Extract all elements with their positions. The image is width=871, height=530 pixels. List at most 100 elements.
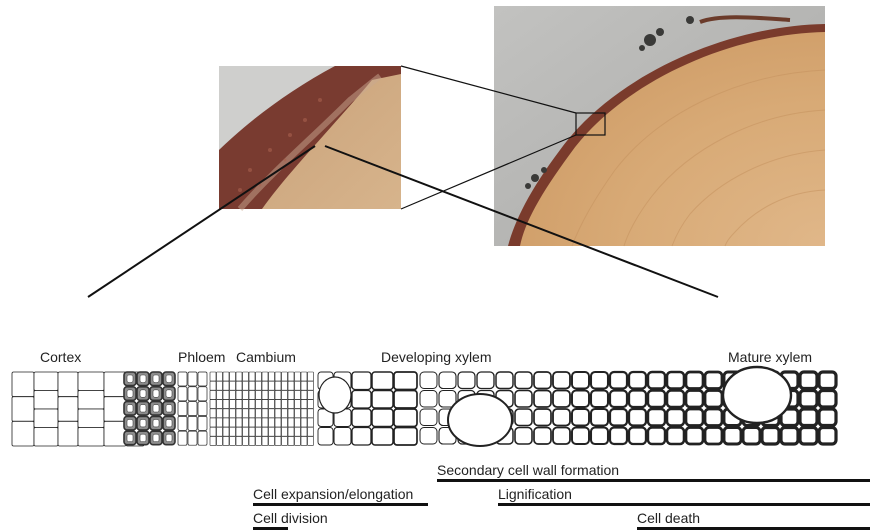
xylem-cell [705,372,722,389]
phase-expansion-label: Cell expansion/elongation [253,486,413,502]
cambium-cell [301,390,307,399]
cambium-cell [295,436,301,445]
xylem-cell [553,409,570,426]
xylem-cell [648,409,665,426]
cambium-cell [249,372,255,381]
phase-secondary-wall-bar [437,479,870,482]
cortex-cell [104,421,126,446]
xylem-cell [372,372,393,390]
xylem-cell [667,409,684,426]
phloem-cell [178,402,187,416]
cambium-cell [236,436,242,445]
xylem-cell [705,428,722,445]
cambium-cell [236,427,242,436]
cambium-cell [275,427,281,436]
cambium-cell [230,436,236,445]
cambium-cell [236,400,242,409]
cambium-cell [243,372,249,381]
label-phloem: Phloem [178,349,225,365]
cambium-cell [288,390,294,399]
phase-secondary-wall-label: Secondary cell wall formation [437,462,619,478]
phloem-cell [178,416,187,430]
developing-vessel [319,377,351,413]
cambium-cell [256,436,262,445]
cambium-cell [288,436,294,445]
cambium-cell [262,418,268,427]
phloem-lumen [166,434,172,442]
cambium-cell [249,409,255,418]
cambium-cell [256,372,262,381]
phloem-lumen [153,434,159,442]
cambium-cell [269,436,275,445]
xylem-cell [648,391,665,408]
xylem-cell [610,428,627,445]
cambium-cell [223,436,229,445]
xylem-cell [629,409,646,426]
xylem-cell [819,409,836,426]
cambium-cell [210,381,216,390]
xylem-cell [591,428,608,445]
cambium-cell [223,427,229,436]
xylem-cell [515,409,532,426]
cortex-cell [58,397,78,422]
xylem-cell [352,372,371,390]
xylem-cell [372,428,393,446]
cambium-cell [243,400,249,409]
xylem-cell [534,391,551,408]
phloem-cell [198,387,207,401]
cambium-cell [256,418,262,427]
phloem-lumen [153,419,159,427]
xylem-cell [534,372,551,389]
cambium-cell [236,409,242,418]
xylem-cell [572,428,589,445]
cambium-cell [230,372,236,381]
cambium-cell [308,427,314,436]
phloem-lumen [127,405,133,413]
xylem-cell [420,391,437,408]
cambium-cell [269,418,275,427]
xylem-cell [352,391,371,409]
cambium-cell [210,436,216,445]
xylem-cell [800,372,817,389]
cambium-cell [262,390,268,399]
cambium-cell [288,381,294,390]
xylem-cell [372,409,393,427]
xylem-cell [515,428,532,445]
cortex-cell [104,397,126,422]
cambium-cell [269,427,275,436]
xylem-cell [781,428,798,445]
xylem-cell [667,428,684,445]
cambium-cell [269,409,275,418]
xylem-cell [686,391,703,408]
cambium-cell [308,409,314,418]
phase-death-label: Cell death [637,510,700,526]
phloem-cell [188,402,197,416]
cambium-cell [223,400,229,409]
phloem-cell [178,372,187,386]
cambium-cell [217,390,223,399]
cambium-cell [230,400,236,409]
xylem-cell [800,391,817,408]
xylem-cell [394,372,417,390]
cortex-cell [34,428,58,447]
cambium-cell [301,427,307,436]
xylem-cell [724,428,741,445]
xylem-cell [352,428,371,446]
cambium-cell [282,372,288,381]
cambium-cell [275,418,281,427]
cambium-cell [210,427,216,436]
xylem-cell [352,409,371,427]
cortex-cell [78,391,104,410]
cambium-cell [210,409,216,418]
cambium-cell [275,390,281,399]
xylem-cell [553,372,570,389]
cambium-cell [288,418,294,427]
cambium-cell [236,381,242,390]
cambium-cell [249,418,255,427]
xylem-cell [515,391,532,408]
xylem-cell [743,428,760,445]
phase-division-label: Cell division [253,510,328,526]
phloem-lumen [166,375,172,383]
cambium-cell [210,390,216,399]
xylem-cell [629,391,646,408]
